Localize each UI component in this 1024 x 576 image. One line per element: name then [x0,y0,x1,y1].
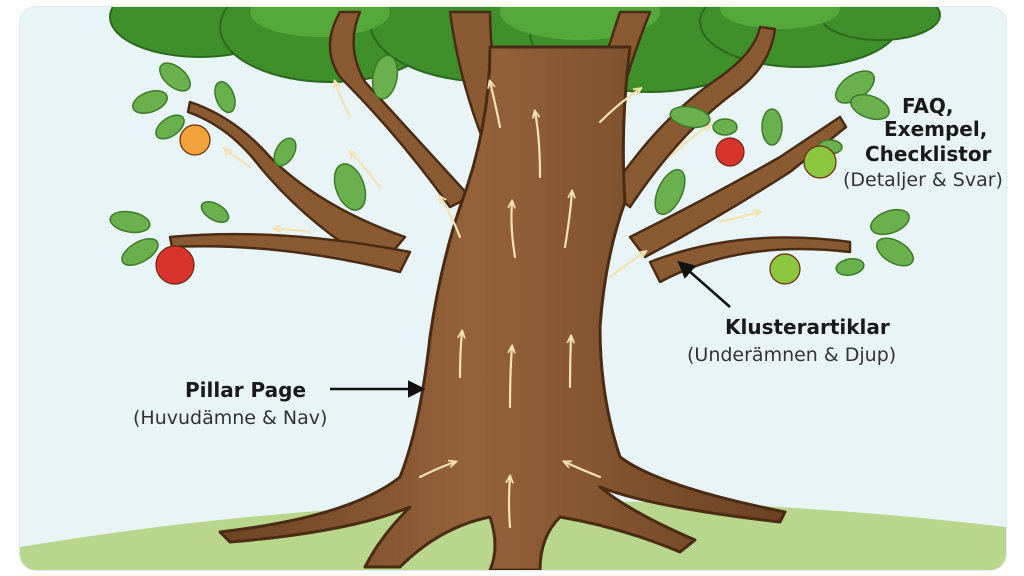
cluster-title: Klusterartiklar [725,315,890,339]
red-apple [155,245,195,285]
leaves-subtitle: (Detaljer & Svar) [843,169,1003,191]
leaves-title-line-3: Checklistor [865,142,992,166]
leaves [109,54,914,276]
green-apple [769,253,801,285]
cluster-subtitle: (Underämnen & Djup) [687,344,897,366]
tree-illustration [20,7,1006,570]
orange-apple [179,124,211,156]
tree-trunk [218,45,787,570]
diagram-frame: Pillar Page (Huvudämne & Nav) Klusterart… [20,7,1006,570]
green-apple [803,145,837,179]
fruits [155,124,837,285]
leaves-title-line-1: FAQ, [902,94,954,118]
cluster-pointer-arrow [677,260,731,308]
leaves-title-line-2: Exempel, [884,117,988,141]
red-apple [715,137,745,167]
flow-arrows [225,82,760,529]
pillar-title: Pillar Page [185,378,307,402]
pillar-subtitle: (Huvudämne & Nav) [133,407,328,429]
